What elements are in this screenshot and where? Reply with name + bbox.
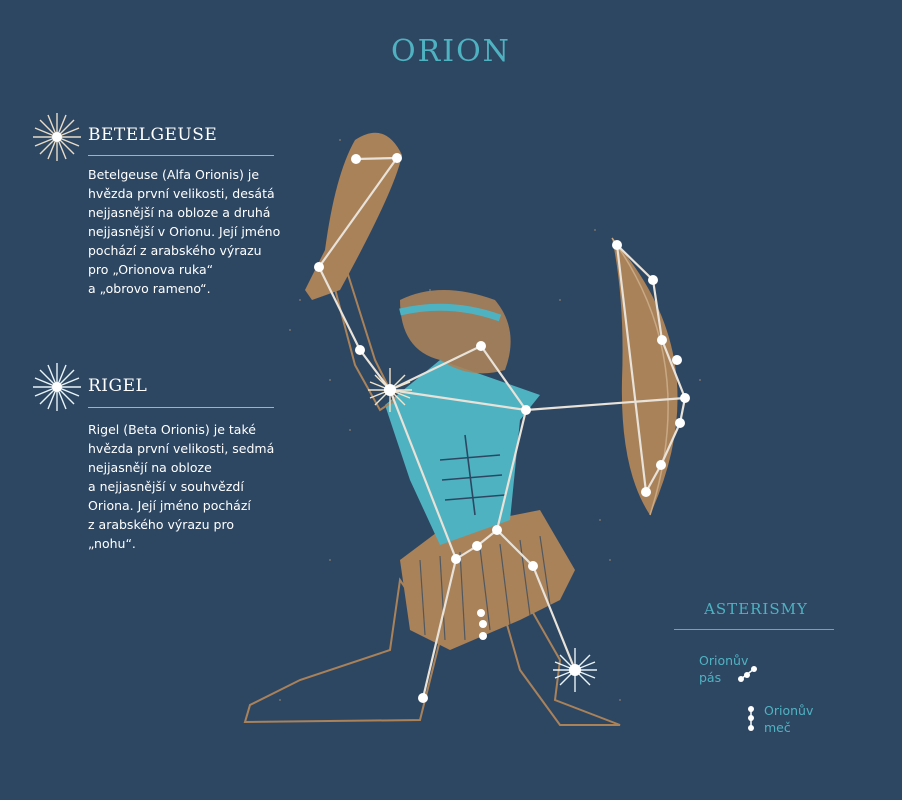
asterism-belt-label: Orionův pás (699, 653, 749, 685)
rigel-star (553, 648, 597, 692)
belt-icon (738, 666, 757, 682)
figure-skirt (400, 510, 575, 650)
club (305, 132, 402, 300)
asterisms-divider (674, 629, 834, 630)
asterism-sword-label: Orionův meč (764, 703, 814, 735)
sword-icon (748, 706, 754, 731)
asterisms-heading: ASTERISMY (704, 600, 808, 618)
rigel-star-icon (33, 363, 81, 411)
figure-head (400, 290, 511, 374)
rigel-heading: RIGEL (88, 376, 148, 396)
shield (612, 238, 678, 515)
betelgeuse-star-icon (33, 113, 81, 161)
page-title: ORION (391, 34, 511, 69)
rigel-divider (88, 407, 274, 408)
stardust (279, 139, 701, 701)
betelgeuse-heading: BETELGEUSE (88, 125, 218, 145)
constellation-stars (314, 153, 690, 703)
figure-legs (243, 577, 442, 724)
rigel-description: Rigel (Beta Orionis) je také hvězda prvn… (88, 422, 275, 551)
betelgeuse-star (368, 368, 412, 412)
betelgeuse-description: Betelgeuse (Alfa Orionis) je hvězda prvn… (88, 167, 281, 296)
betelgeuse-divider (88, 155, 274, 156)
